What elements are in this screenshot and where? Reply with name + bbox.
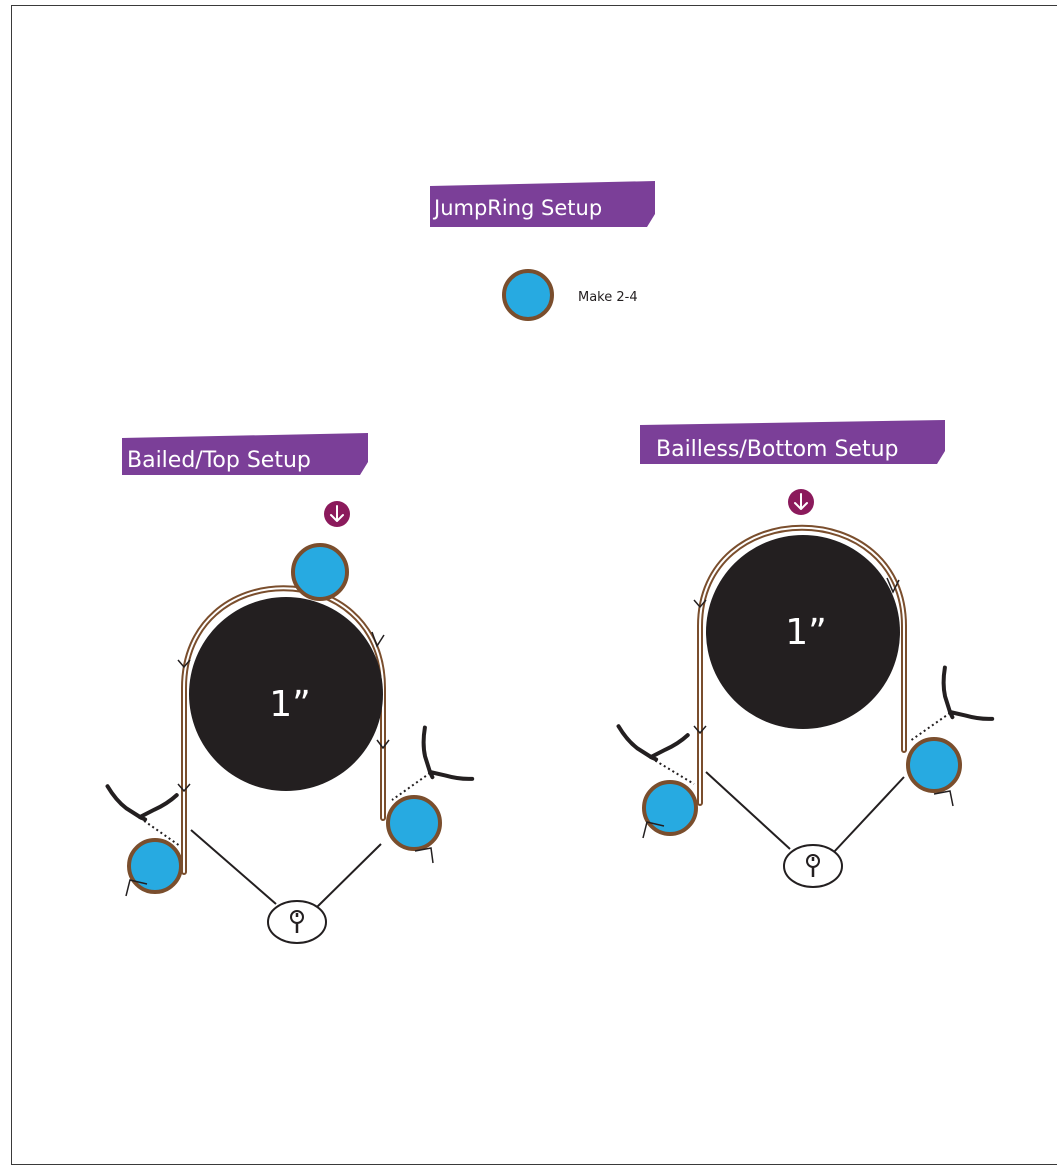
wire-path xyxy=(697,524,907,806)
mandrel-circle xyxy=(706,535,900,729)
jumpring-icon xyxy=(502,269,554,321)
right-jumpring xyxy=(386,795,442,851)
pliers-icon xyxy=(909,665,1006,742)
pliers-icon xyxy=(616,703,695,785)
direction-ticks xyxy=(177,631,390,793)
bail-jumpring xyxy=(291,543,349,601)
mandrel-circle xyxy=(189,597,383,791)
down-arrow-icon xyxy=(788,489,814,515)
bailed-top-title: Bailed/Top Setup xyxy=(127,448,311,473)
pliers-icon xyxy=(391,725,486,801)
left-jumpring xyxy=(127,838,183,894)
bailless-bottom-banner xyxy=(640,420,945,464)
pliers-icon xyxy=(105,763,183,847)
bailed-top-banner xyxy=(122,433,368,475)
mandrel-size-label: 1” xyxy=(269,684,311,725)
spiral-icon xyxy=(267,900,327,944)
mandrel-size-label: 1” xyxy=(785,612,827,653)
down-arrow-icon xyxy=(324,501,350,527)
left-jumpring xyxy=(642,780,698,836)
jumpring-setup-banner xyxy=(430,181,655,227)
wire-path xyxy=(181,585,386,875)
direction-ticks xyxy=(693,577,900,735)
make-count-note: Make 2-4 xyxy=(578,290,638,305)
bailless-bottom-setup-section: Bailless/Bottom Setup 1” xyxy=(616,420,1006,888)
jumpring-setup-title: JumpRing Setup xyxy=(432,196,602,220)
bailless-bottom-title: Bailless/Bottom Setup xyxy=(656,437,899,462)
jumpring-setup-section: JumpRing Setup Make 2-4 xyxy=(430,181,655,321)
spiral-icon xyxy=(783,844,843,888)
bailed-top-setup-section: Bailed/Top Setup 1” xyxy=(105,433,486,944)
right-jumpring xyxy=(906,737,962,793)
